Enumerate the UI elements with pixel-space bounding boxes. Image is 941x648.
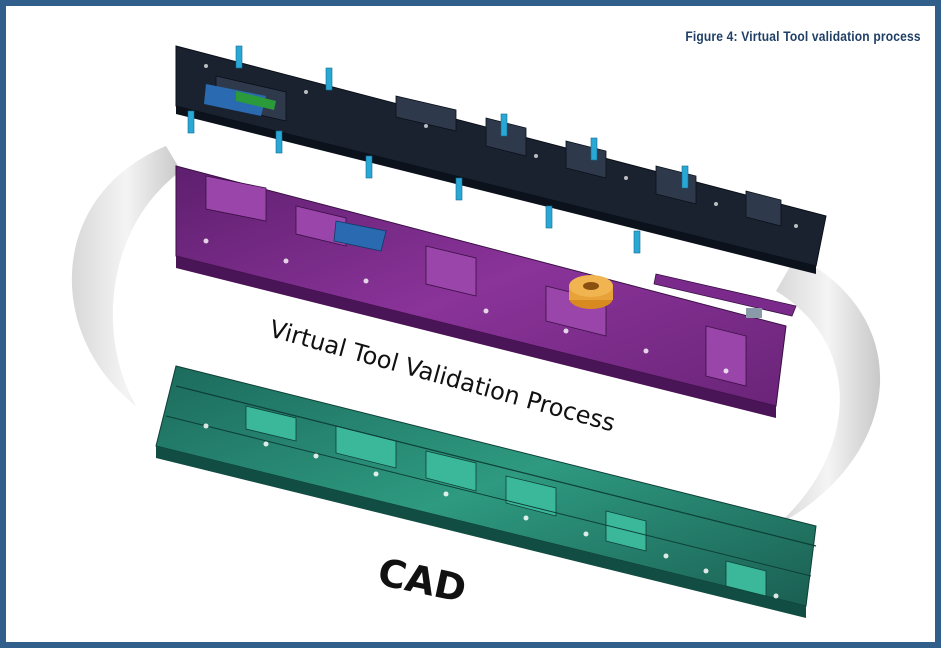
cad-label-group: CAD	[374, 550, 470, 612]
locating-pins	[187, 45, 689, 254]
figure-caption: Figure 4: Virtual Tool validation proces…	[685, 28, 921, 44]
swoosh-ring	[71, 146, 881, 526]
cad-label: CAD	[374, 550, 470, 612]
blue-component	[333, 220, 387, 252]
cad-layer	[155, 365, 817, 618]
orange-component	[569, 275, 613, 309]
plate-layer	[175, 45, 827, 274]
exploded-tool-illustration: Virtual Tool Validation Process CAD	[71, 45, 881, 618]
tool-layer	[175, 165, 797, 418]
